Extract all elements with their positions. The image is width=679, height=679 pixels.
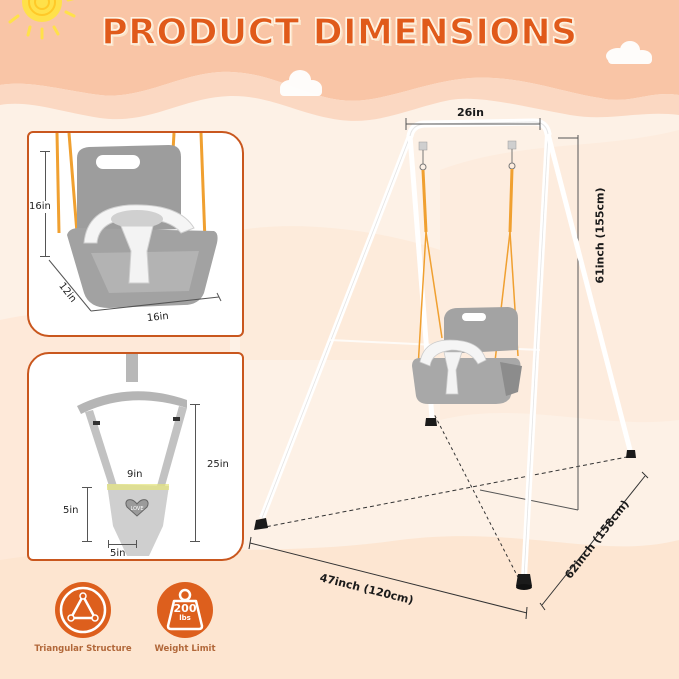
jumper-dimensions-panel: LOVE 25in 9in 5in 5in — [27, 352, 244, 561]
weight-value: 200 — [173, 602, 197, 615]
svg-text:LOVE: LOVE — [130, 506, 143, 512]
jumper-height-label: 25in — [207, 459, 229, 470]
weight-unit: lbs — [179, 614, 191, 622]
feature-label: Triangular Structure — [34, 644, 132, 654]
seat-height-label: 16in — [29, 201, 52, 213]
weight-icon: 200 lbs — [157, 582, 213, 638]
frame-top-width-label: 26in — [457, 106, 484, 119]
jumper-leg-opening-label: 5in — [110, 548, 126, 559]
toddler-seat-illustration — [55, 133, 218, 308]
feature-label: Weight Limit — [154, 644, 216, 654]
jumper-seat-height-label: 5in — [63, 505, 79, 516]
feature-triangular-structure: Triangular Structure — [28, 582, 138, 654]
jumper-seat-width-label: 9in — [127, 469, 143, 480]
cloud-icon — [280, 70, 322, 96]
feature-weight-limit: 200 lbs Weight Limit — [140, 582, 230, 654]
cloud-icon — [606, 41, 652, 64]
sun-icon — [8, 0, 76, 40]
frame-height-label: 61inch (155cm) — [593, 187, 607, 284]
baby-jumper-illustration: LOVE — [77, 354, 187, 556]
page-title: PRODUCT DIMENSIONS — [101, 11, 578, 53]
triangle-structure-icon — [55, 582, 111, 638]
jumper-height-line — [195, 404, 196, 541]
depth-dimension-line — [48, 259, 222, 312]
seat-dimensions-panel: 16in 12in 16in — [27, 131, 244, 337]
